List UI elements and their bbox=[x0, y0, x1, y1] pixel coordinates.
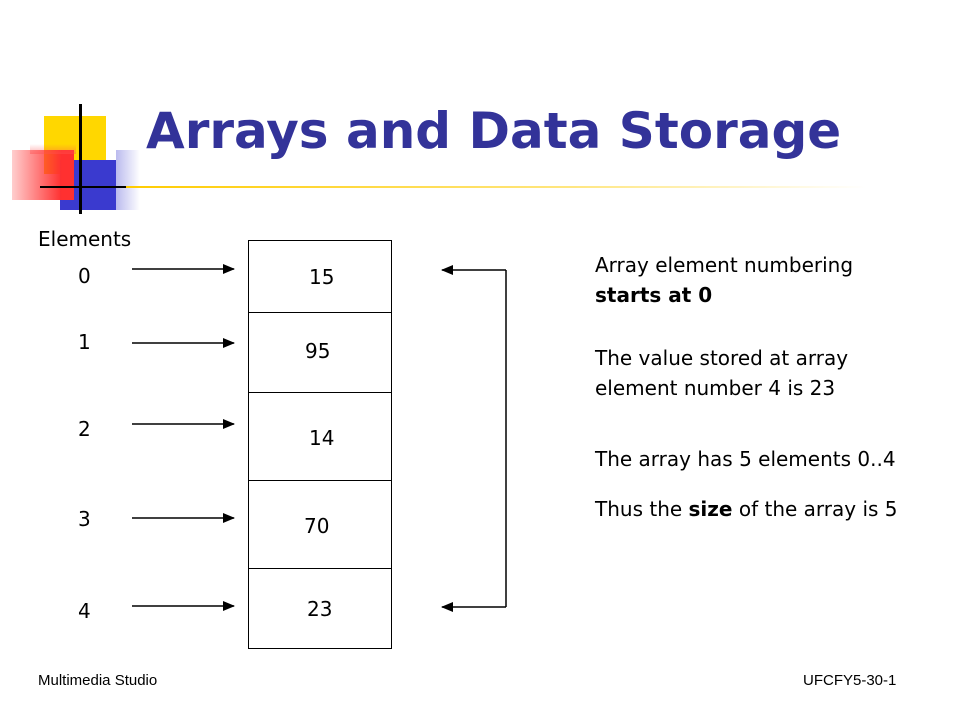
index-label-2: 2 bbox=[78, 417, 91, 441]
index-label-0: 0 bbox=[78, 264, 91, 288]
decor-red-square bbox=[12, 150, 74, 200]
title-underline bbox=[126, 186, 866, 188]
note-size-post: of the array is 5 bbox=[732, 497, 898, 521]
decor-blue-glow bbox=[116, 150, 140, 210]
slide-title: Arrays and Data Storage bbox=[146, 102, 842, 160]
note-elements: The array has 5 elements 0..4 bbox=[595, 447, 896, 471]
array-cell-4: 23 bbox=[248, 568, 392, 649]
index-label-3: 3 bbox=[78, 507, 91, 531]
footer-left: Multimedia Studio bbox=[38, 672, 158, 689]
decor-vertical-line bbox=[79, 104, 82, 214]
array-value-3: 70 bbox=[304, 514, 330, 538]
note-numbering-text: Array element numbering bbox=[595, 253, 854, 277]
decor-red-glow bbox=[30, 144, 76, 154]
array-value-0: 15 bbox=[309, 265, 335, 289]
note-numbering-bold: starts at 0 bbox=[595, 283, 713, 307]
index-label-1: 1 bbox=[78, 330, 91, 354]
note-size-bold: size bbox=[688, 497, 733, 521]
note-value: The value stored at array element number… bbox=[595, 346, 849, 400]
note-numbering: Array element numbering starts at 0 bbox=[595, 250, 915, 310]
array-value-4: 23 bbox=[307, 597, 333, 621]
array-cell-3: 70 bbox=[248, 480, 392, 569]
elements-label: Elements bbox=[38, 227, 132, 251]
footer-right: UFCFY5-30-1 bbox=[803, 672, 897, 689]
note-size: Thus the size of the array is 5 bbox=[595, 494, 915, 524]
decor-horizontal-line bbox=[40, 186, 130, 188]
note-size-pre: Thus the bbox=[595, 497, 689, 521]
array-value-2: 14 bbox=[309, 426, 335, 450]
array-value-1: 95 bbox=[305, 339, 331, 363]
index-label-4: 4 bbox=[78, 599, 91, 623]
